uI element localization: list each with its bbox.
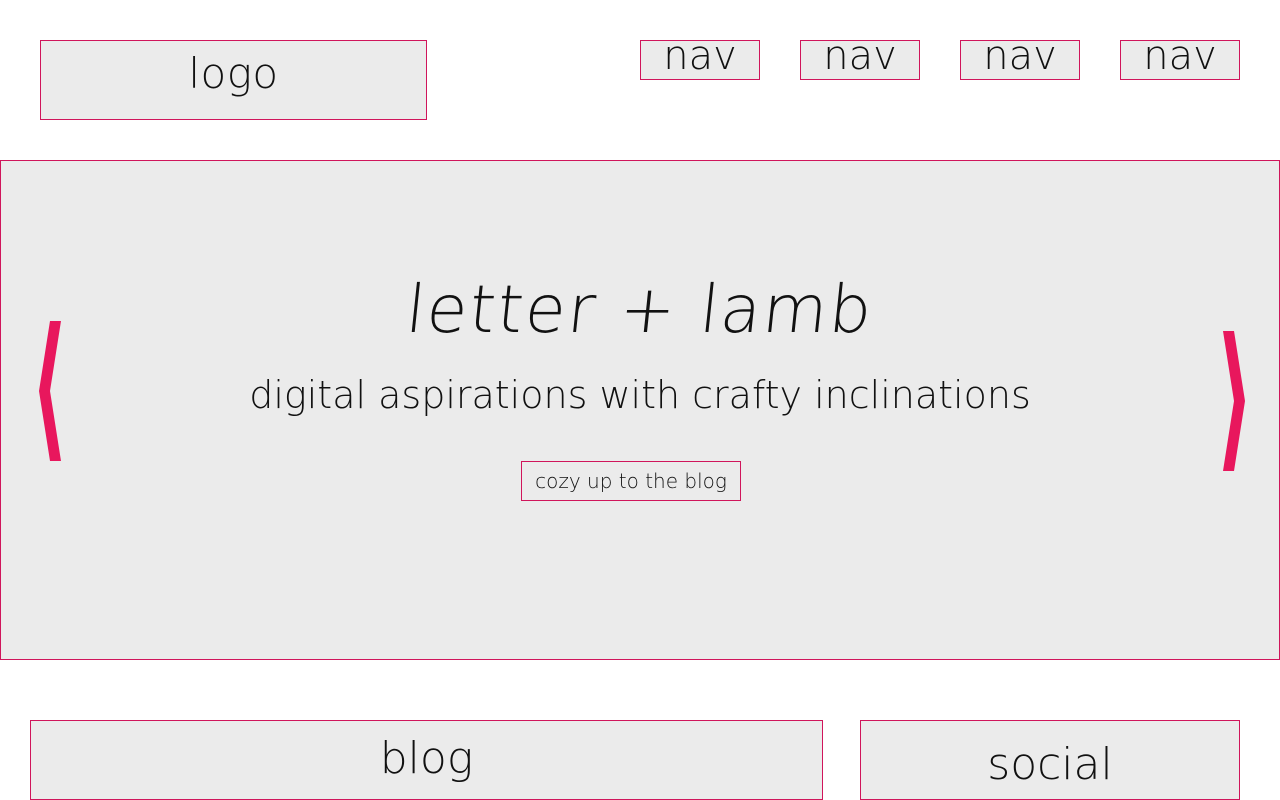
nav-item-label: nav — [1143, 33, 1217, 79]
nav-item-label: nav — [983, 33, 1057, 79]
hero-title: letter + lamb — [402, 271, 878, 348]
social-section[interactable]: social — [860, 720, 1240, 800]
hero-carousel: letter + lamb digital aspirations with c… — [0, 160, 1280, 660]
carousel-prev-button[interactable] — [35, 321, 75, 461]
blog-section[interactable]: blog — [30, 720, 823, 800]
nav-item-4[interactable]: nav — [1120, 36, 1240, 80]
nav-item-2[interactable]: nav — [800, 36, 920, 80]
chevron-left-icon — [39, 321, 61, 461]
cta-blog-button[interactable]: cozy up to the blog — [521, 461, 741, 501]
carousel-next-button[interactable] — [1209, 331, 1249, 471]
nav-item-1[interactable]: nav — [640, 36, 760, 80]
logo-text: logo — [188, 49, 279, 98]
logo-placeholder[interactable]: logo — [40, 40, 427, 120]
nav-item-label: nav — [663, 33, 737, 79]
hero-subtitle: digital aspirations with crafty inclinat… — [249, 373, 1031, 417]
social-section-title: social — [987, 739, 1113, 790]
nav-item-label: nav — [823, 33, 897, 79]
nav-item-3[interactable]: nav — [960, 36, 1080, 80]
chevron-right-icon — [1223, 331, 1245, 471]
blog-section-title: blog — [379, 733, 474, 784]
